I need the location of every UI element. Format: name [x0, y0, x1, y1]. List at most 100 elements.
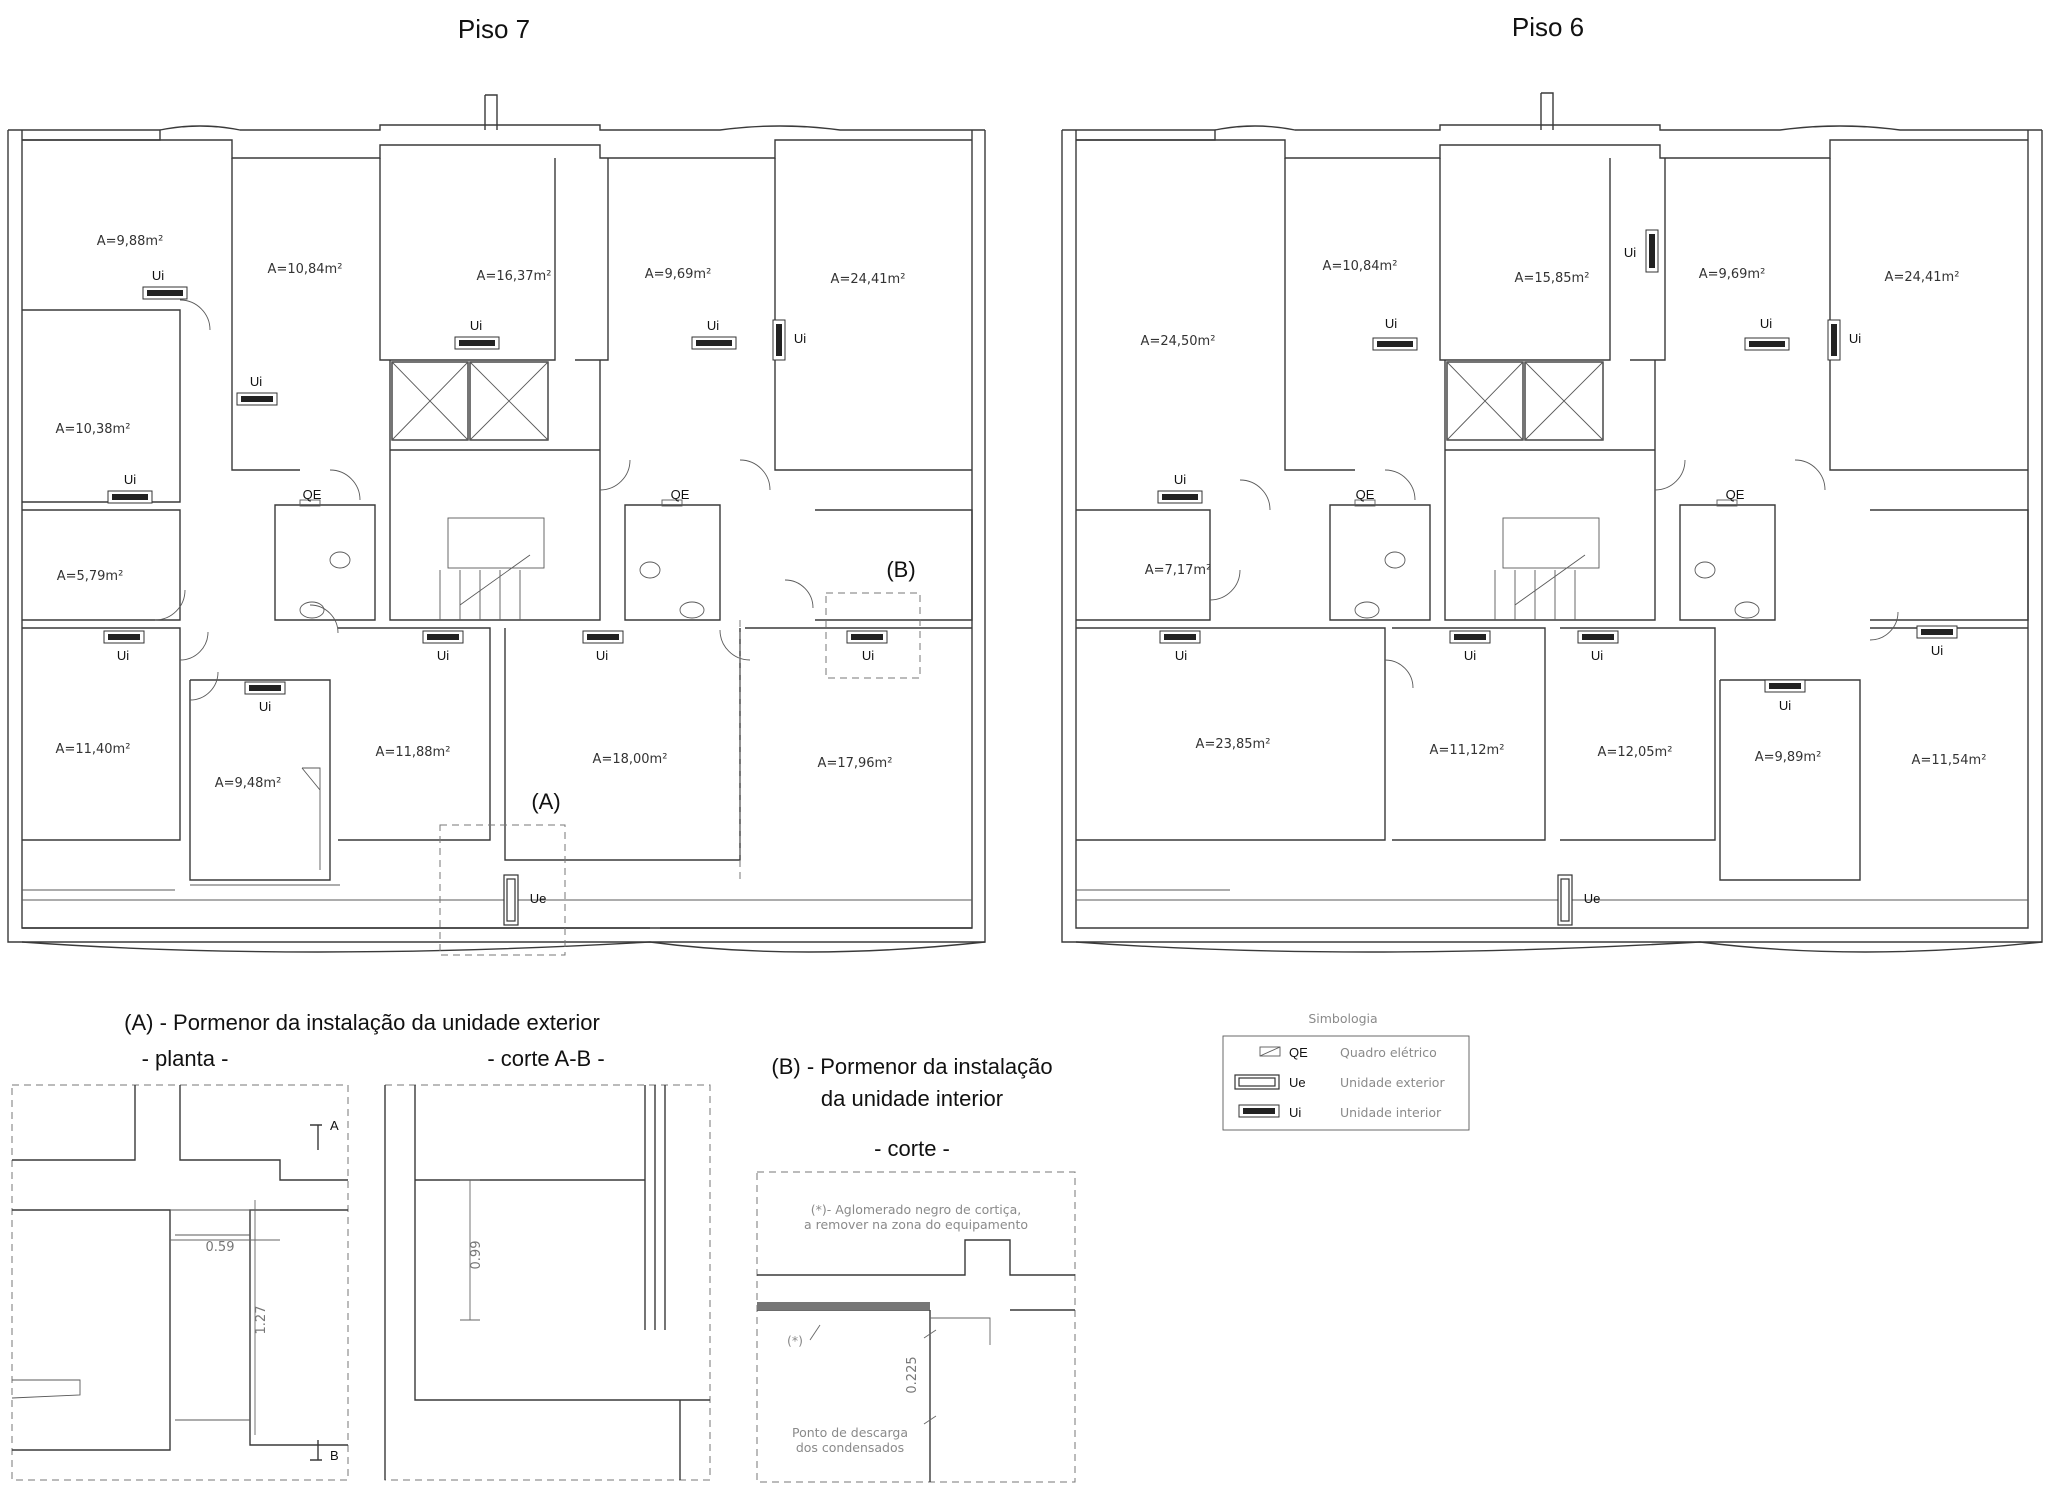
- area-label: A=10,38m²: [56, 422, 131, 437]
- ui-label: Ui: [1591, 648, 1603, 663]
- detail-b-title-line2: da unidade interior: [821, 1086, 1003, 1111]
- indoor-unit-icon: [691, 336, 737, 350]
- indoor-unit-icon: [772, 319, 786, 361]
- area-label: A=12,05m²: [1598, 745, 1673, 760]
- ui-label: Ui: [250, 374, 262, 389]
- area-label: A=9,69m²: [645, 267, 712, 282]
- outdoor-unit-icon: [1557, 874, 1573, 926]
- dim-height: 0.99: [469, 1241, 484, 1270]
- indoor-unit-icon: [103, 630, 145, 644]
- area-label: A=9,88m²: [97, 234, 164, 249]
- detail-b-title-line1: (B) - Pormenor da instalação: [771, 1054, 1052, 1079]
- marker-b: (B): [886, 557, 915, 582]
- area-label: A=9,48m²: [215, 776, 282, 791]
- detail-a-plan-label: - planta -: [142, 1046, 229, 1071]
- area-label: A=10,84m²: [1323, 259, 1398, 274]
- floor7-ui-units: Ui Ui Ui Ui Ui Ui Ui Ui Ui Ui Ui Ui QE Q…: [103, 268, 916, 926]
- indoor-unit-icon: [1372, 337, 1418, 351]
- indoor-unit-icon: [1827, 319, 1841, 361]
- dim-width: 0.59: [206, 1240, 235, 1255]
- indoor-unit-icon: [582, 630, 624, 644]
- ui-label: Ui: [1385, 316, 1397, 331]
- indoor-unit-icon: [107, 490, 153, 504]
- detail-a-plan: 0.59 1.27 A B: [11, 1084, 349, 1481]
- area-label: A=11,40m²: [56, 742, 131, 757]
- drain-line2: dos condensados: [796, 1440, 904, 1455]
- indoor-unit-icon: [1449, 630, 1491, 644]
- legend-title: Simbologia: [1308, 1011, 1377, 1026]
- dim-offset: 0.225: [905, 1356, 920, 1393]
- electrical-panel-icon: [1259, 1046, 1281, 1057]
- indoor-unit-icon: [1744, 337, 1790, 351]
- area-label: A=17,96m²: [818, 756, 893, 771]
- drain-line1: Ponto de descarga: [792, 1425, 908, 1440]
- area-label: A=9,69m²: [1699, 267, 1766, 282]
- area-label: A=7,17m²: [1145, 563, 1212, 578]
- ui-label: Ui: [1464, 648, 1476, 663]
- floor6-plan: [1061, 92, 2043, 953]
- floor7-plan: [7, 94, 986, 956]
- note-line2: a remover na zona do equipamento: [804, 1217, 1028, 1232]
- ui-label: Ui: [1760, 316, 1772, 331]
- ui-label: Ui: [1931, 643, 1943, 658]
- legend-desc: Unidade interior: [1340, 1105, 1442, 1120]
- ui-label: Ui: [1175, 648, 1187, 663]
- qe-label: QE: [1356, 487, 1375, 502]
- area-label: A=10,84m²: [268, 262, 343, 277]
- detail-a-section-label: - corte A-B -: [487, 1046, 604, 1071]
- legend-desc: Quadro elétrico: [1340, 1045, 1437, 1060]
- ui-label: Ui: [1624, 245, 1636, 260]
- area-label: A=11,88m²: [376, 745, 451, 760]
- area-label: A=9,89m²: [1755, 750, 1822, 765]
- legend: Simbologia QE Quadro elétrico Ue Unidade…: [1222, 1011, 1470, 1131]
- ui-label: Ui: [259, 699, 271, 714]
- legend-code: QE: [1289, 1045, 1308, 1060]
- area-label: A=11,12m²: [1430, 743, 1505, 758]
- legend-desc: Unidade exterior: [1340, 1075, 1445, 1090]
- area-label: A=23,85m²: [1196, 737, 1271, 752]
- ui-label: Ui: [596, 648, 608, 663]
- ui-label: Ui: [794, 331, 806, 346]
- area-label: A=11,54m²: [1912, 753, 1987, 768]
- ui-label: Ui: [152, 268, 164, 283]
- cut-b-label: B: [330, 1448, 339, 1463]
- indoor-unit-icon: [846, 630, 888, 644]
- cut-a-label: A: [330, 1118, 339, 1133]
- indoor-unit-icon: [1238, 1104, 1280, 1118]
- ui-label: Ui: [470, 318, 482, 333]
- indoor-unit-icon: [1764, 679, 1806, 693]
- area-label: A=18,00m²: [593, 752, 668, 767]
- floor6-area-labels: A=24,50m² A=10,84m² A=15,85m² A=9,69m² A…: [1141, 259, 1987, 768]
- ui-label: Ui: [862, 648, 874, 663]
- area-label: A=5,79m²: [57, 569, 124, 584]
- ui-label: Ui: [1779, 698, 1791, 713]
- indoor-unit-icon: [236, 392, 278, 406]
- area-label: A=24,41m²: [831, 272, 906, 287]
- qe-label: QE: [303, 487, 322, 502]
- indoor-unit-icon: [422, 630, 464, 644]
- area-label: A=24,50m²: [1141, 334, 1216, 349]
- outdoor-unit-icon: [1234, 1074, 1280, 1090]
- ui-label: Ui: [117, 648, 129, 663]
- ui-label: Ui: [707, 318, 719, 333]
- floor6-title: Piso 6: [1512, 12, 1584, 42]
- floor7-title: Piso 7: [458, 14, 530, 44]
- cork-insulation: [757, 1302, 930, 1310]
- indoor-unit-icon: [1916, 625, 1958, 639]
- indoor-unit-icon: [1645, 229, 1659, 273]
- legend-code: Ue: [1289, 1075, 1306, 1090]
- note-line1: (*)- Aglomerado negro de cortiça,: [811, 1202, 1022, 1217]
- indoor-unit-icon: [454, 336, 500, 350]
- asterisk-label: (*): [787, 1333, 803, 1348]
- indoor-unit-icon: [1159, 630, 1201, 644]
- floor7-area-labels: A=9,88m² A=10,84m² A=16,37m² A=9,69m² A=…: [56, 234, 906, 791]
- detail-a-title: (A) - Pormenor da instalação da unidade …: [124, 1010, 600, 1035]
- area-label: A=24,41m²: [1885, 270, 1960, 285]
- legend-code: Ui: [1289, 1105, 1301, 1120]
- dim-length: 1.27: [254, 1306, 269, 1335]
- indoor-unit-icon: [1157, 490, 1203, 504]
- floor6-ui-units: Ui Ui Ui Ui Ui Ui Ui Ui Ui Ui Ui Ui QE Q…: [1157, 229, 1958, 926]
- ue-label: Ue: [1584, 891, 1601, 906]
- indoor-unit-icon: [142, 286, 188, 300]
- ui-label: Ui: [124, 472, 136, 487]
